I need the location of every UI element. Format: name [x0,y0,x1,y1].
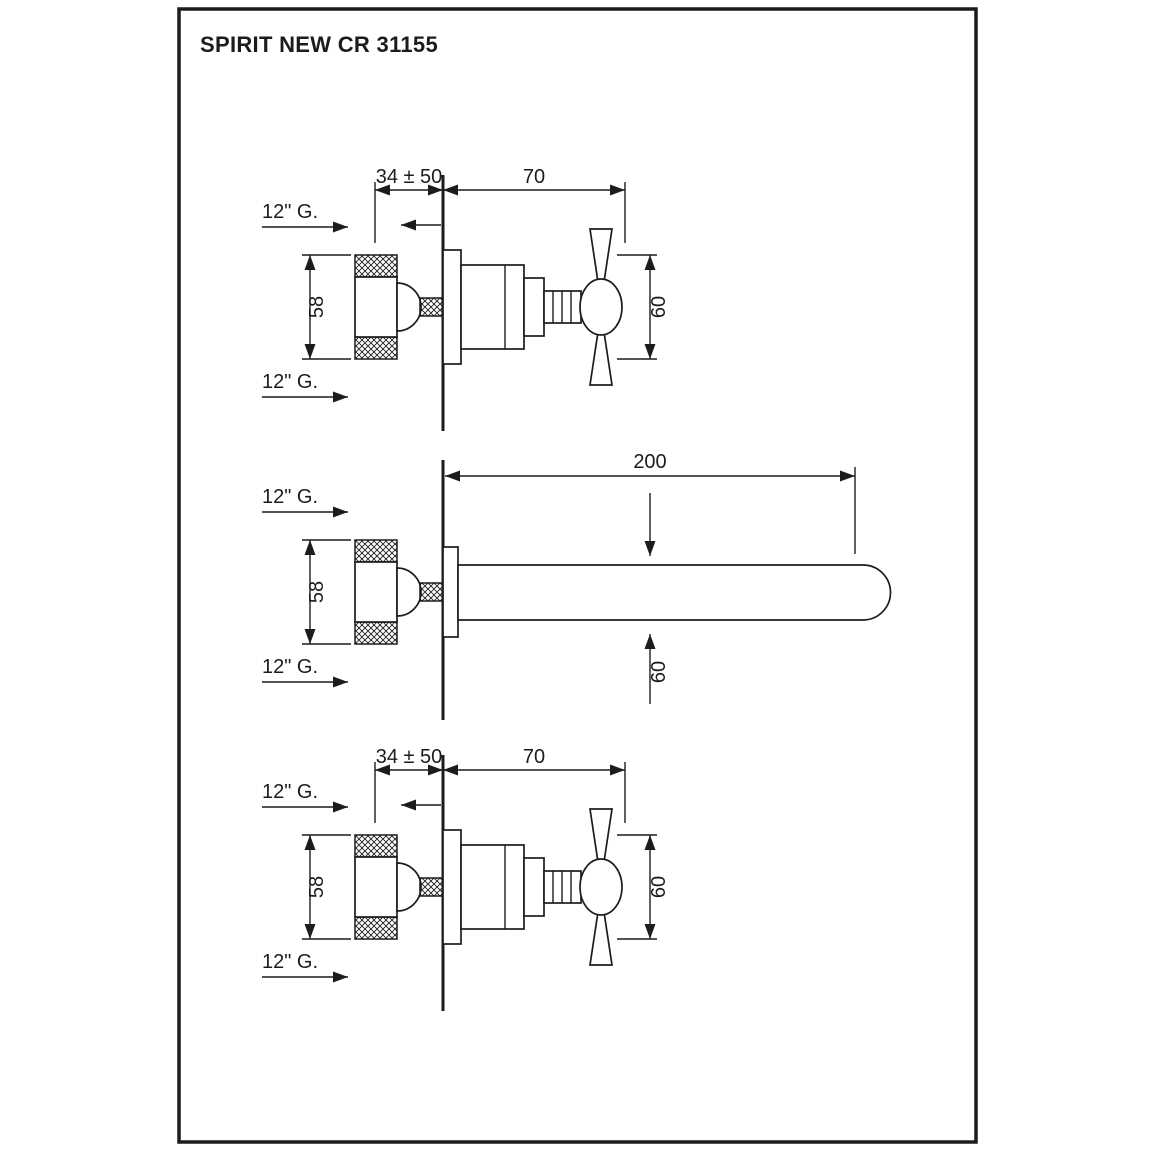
dim-body-height-label: 58 [306,296,328,318]
dim-wall-depth-label: 34 ± 50 [376,166,443,188]
dim-inlet-bottom-label: 12" G. [262,951,318,973]
drawing-spout-middle: 200 12" G. 12" G. 58 60 [262,451,892,720]
drawing-valve-bottom: 34 ± 50 70 12" G. 12" G. 58 60 [262,746,670,1011]
dim-wall-depth-label: 34 ± 50 [376,746,443,768]
dim-spout-projection-label: 200 [633,451,666,473]
dim-inlet-top-label: 12" G. [262,781,318,803]
dim-body-height-label: 58 [306,581,328,603]
dim-projection-label: 70 [523,166,545,188]
dim-inlet-bottom-label: 12" G. [262,656,318,678]
dim-inlet-top-label: 12" G. [262,486,318,508]
dim-inlet-bottom-label: 12" G. [262,371,318,393]
dim-body-height-label: 58 [306,876,328,898]
spout-wall-flange [442,546,459,638]
dim-projection-label: 70 [523,746,545,768]
dim-handle-height-label: 60 [648,296,670,318]
dim-spout-height-label: 60 [648,661,670,683]
dim-inlet-top-label: 12" G. [262,201,318,223]
page-title: SPIRIT NEW CR 31155 [200,32,438,57]
spout [457,564,892,621]
drawing-valve-top: 34 ± 50 70 12" G. 12" G. 58 60 [262,166,670,431]
dim-handle-height-label: 60 [648,876,670,898]
